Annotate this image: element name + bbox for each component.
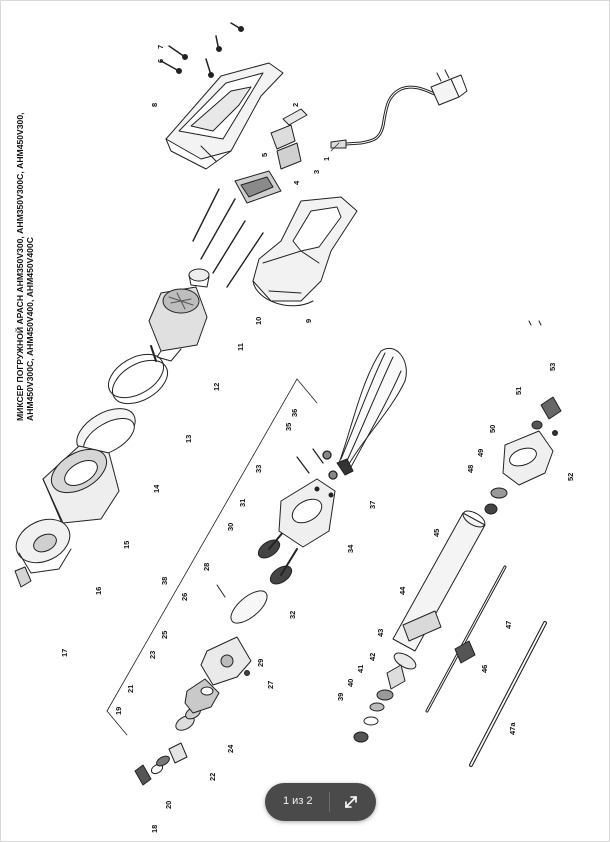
- nut-17: [14, 566, 32, 588]
- part-number-21: 21: [126, 685, 135, 693]
- part-number-8: 8: [150, 103, 159, 107]
- spindles: [257, 524, 298, 585]
- part-number-48: 48: [466, 465, 475, 473]
- blender-shaft: [392, 510, 486, 670]
- gearbox-cover: [278, 478, 336, 548]
- part-number-23: 23: [148, 651, 157, 659]
- gear-cap: [484, 420, 554, 515]
- part-number-29: 29: [256, 659, 265, 667]
- part-number-36: 36: [290, 409, 299, 417]
- part-number-26: 26: [180, 593, 189, 601]
- small-screws: [296, 448, 338, 480]
- part-number-17: 17: [60, 649, 69, 657]
- ring-14: [76, 408, 136, 457]
- part-number-5: 5: [260, 153, 269, 157]
- part-number-20: 20: [164, 801, 173, 809]
- part-number-1: 1: [322, 157, 331, 161]
- part-number-34: 34: [346, 544, 355, 553]
- part-number-39: 39: [336, 693, 345, 701]
- bushing: [188, 268, 210, 288]
- part-number-9: 9: [304, 319, 313, 323]
- motor: [148, 286, 208, 362]
- gear-housing: [42, 445, 120, 524]
- part-number-35: 35: [284, 423, 293, 431]
- part-number-44: 44: [398, 586, 407, 595]
- part-number-45: 45: [432, 529, 441, 537]
- part-number-47a: 47a: [508, 722, 517, 735]
- part-number-4: 4: [292, 180, 301, 185]
- long-screws: [192, 188, 264, 288]
- part-number-50: 50: [488, 425, 497, 433]
- part-number-16: 16: [94, 587, 103, 595]
- part-number-51: 51: [514, 387, 523, 395]
- part-number-12: 12: [212, 383, 221, 391]
- part-number-30: 30: [226, 523, 235, 531]
- ring-13: [108, 353, 168, 405]
- part-number-40: 40: [346, 679, 355, 687]
- expand-button[interactable]: [337, 789, 365, 815]
- part-number-27: 27: [266, 681, 275, 689]
- pager-divider: [329, 792, 330, 812]
- part-number-52: 52: [566, 473, 575, 481]
- part-number-25: 25: [160, 631, 169, 639]
- part-number-3: 3: [312, 170, 321, 174]
- seals: [353, 664, 406, 743]
- switch-parts: [234, 108, 308, 204]
- gear-stack: [134, 636, 252, 786]
- part-number-7: 7: [156, 45, 165, 49]
- part-number-19: 19: [114, 707, 123, 715]
- part-number-37: 37: [368, 501, 377, 509]
- motor-housing: [252, 196, 358, 307]
- part-number-32: 32: [288, 611, 297, 619]
- housing-cap: [15, 518, 72, 574]
- part-number-38: 38: [160, 577, 169, 585]
- whisk: [336, 348, 407, 476]
- part-number-49: 49: [476, 449, 485, 457]
- part-number-18: 18: [150, 825, 159, 833]
- page-indicator: 1 из 2: [283, 795, 313, 807]
- top-cover: [165, 62, 284, 170]
- part-number-28: 28: [202, 563, 211, 571]
- part-number-42: 42: [368, 653, 377, 661]
- part-number-43: 43: [376, 629, 385, 637]
- part-number-6: 6: [156, 59, 165, 63]
- part-number-24: 24: [226, 744, 235, 753]
- part-numbers: 1 2 3 4 5 6 7 8 9 10 11 12 13 14 15 16 1…: [60, 45, 575, 833]
- part-number-47: 47: [504, 621, 513, 629]
- part-number-13: 13: [184, 435, 193, 443]
- power-cord: [330, 69, 468, 149]
- part-number-22: 22: [208, 773, 217, 781]
- part-number-31: 31: [238, 499, 247, 507]
- part-number-41: 41: [356, 665, 365, 673]
- part-number-2: 2: [291, 103, 300, 107]
- assembly-bracket-38: [106, 378, 318, 736]
- part-number-10: 10: [254, 317, 263, 325]
- expand-arrows-icon: [345, 796, 357, 808]
- part-number-53: 53: [548, 363, 557, 371]
- part-number-14: 14: [152, 484, 161, 493]
- part-number-46: 46: [480, 665, 489, 673]
- part-number-33: 33: [254, 465, 263, 473]
- page-navigator: 1 из 2: [265, 783, 376, 821]
- small-parts: [528, 320, 562, 436]
- disc-29: [216, 584, 268, 624]
- drive-rods: [425, 565, 547, 767]
- part-number-11: 11: [236, 343, 245, 351]
- screws-6-7: [160, 22, 244, 78]
- part-number-15: 15: [122, 541, 131, 549]
